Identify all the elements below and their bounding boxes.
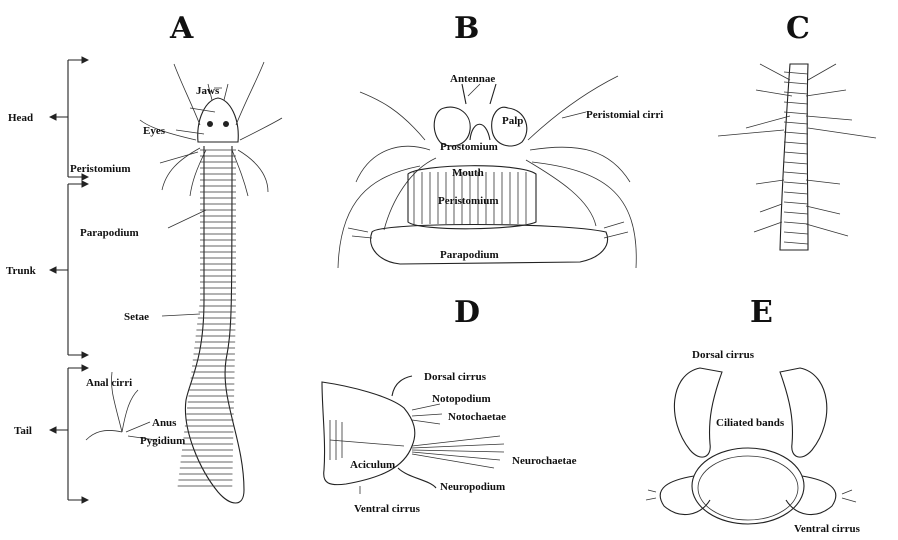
label-neurochaetae: Neurochaetae — [512, 455, 577, 467]
panel-c-trunk-diagram — [718, 64, 876, 250]
label-peristomium-a: Peristomium — [70, 163, 130, 175]
panel-b-head-diagram: Antennae Palp Peristomial cirri Prostomi… — [338, 73, 663, 268]
label-antennae: Antennae — [450, 73, 495, 85]
worm-body-segments — [178, 146, 244, 503]
label-parapodium-a: Parapodium — [80, 227, 139, 239]
panel-letter-e: E — [750, 295, 773, 330]
label-aciculum: Aciculum — [350, 459, 395, 471]
panel-a-worm-diagram: Head Trunk Tail Jaws Eyes — [6, 60, 282, 503]
label-notochaetae: Notochaetae — [448, 411, 506, 423]
label-jaws: Jaws — [196, 85, 220, 97]
label-palp: Palp — [502, 115, 523, 127]
label-ventral-cirrus-e: Ventral cirrus — [794, 523, 861, 535]
panel-letter-d: D — [454, 295, 480, 330]
label-mouth: Mouth — [452, 167, 484, 179]
panel-e-cross-section-diagram: Dorsal cirrus Ciliated bands Ventral cir… — [646, 349, 861, 535]
panel-letter-b: B — [454, 11, 479, 46]
label-anal-cirri: Anal cirri — [86, 377, 132, 389]
label-ventral-cirrus-d: Ventral cirrus — [354, 503, 421, 515]
label-anus: Anus — [152, 417, 177, 429]
label-neuropodium: Neuropodium — [440, 481, 505, 493]
label-prostomium: Prostomium — [440, 141, 498, 153]
label-notopodium: Notopodium — [432, 393, 491, 405]
region-label-tail: Tail — [14, 425, 32, 437]
label-dorsal-cirrus-e: Dorsal cirrus — [692, 349, 755, 361]
panel-letter-a: A — [169, 11, 194, 46]
label-ciliated-bands: Ciliated bands — [716, 417, 785, 429]
label-pygidium: Pygidium — [140, 435, 185, 447]
region-label-trunk: Trunk — [6, 265, 37, 277]
label-setae: Setae — [124, 311, 149, 323]
label-dorsal-cirrus-d: Dorsal cirrus — [424, 371, 487, 383]
label-peristomial-cirri: Peristomial cirri — [586, 109, 663, 121]
region-brackets — [50, 60, 88, 500]
label-parapodium-b: Parapodium — [440, 249, 499, 261]
label-eyes: Eyes — [143, 125, 166, 137]
panel-d-parapodium-diagram: Dorsal cirrus Notopodium Notochaetae Neu… — [322, 371, 577, 515]
label-peristomium-b: Peristomium — [438, 195, 498, 207]
panel-letter-c: C — [786, 11, 810, 46]
region-label-head: Head — [8, 112, 33, 124]
